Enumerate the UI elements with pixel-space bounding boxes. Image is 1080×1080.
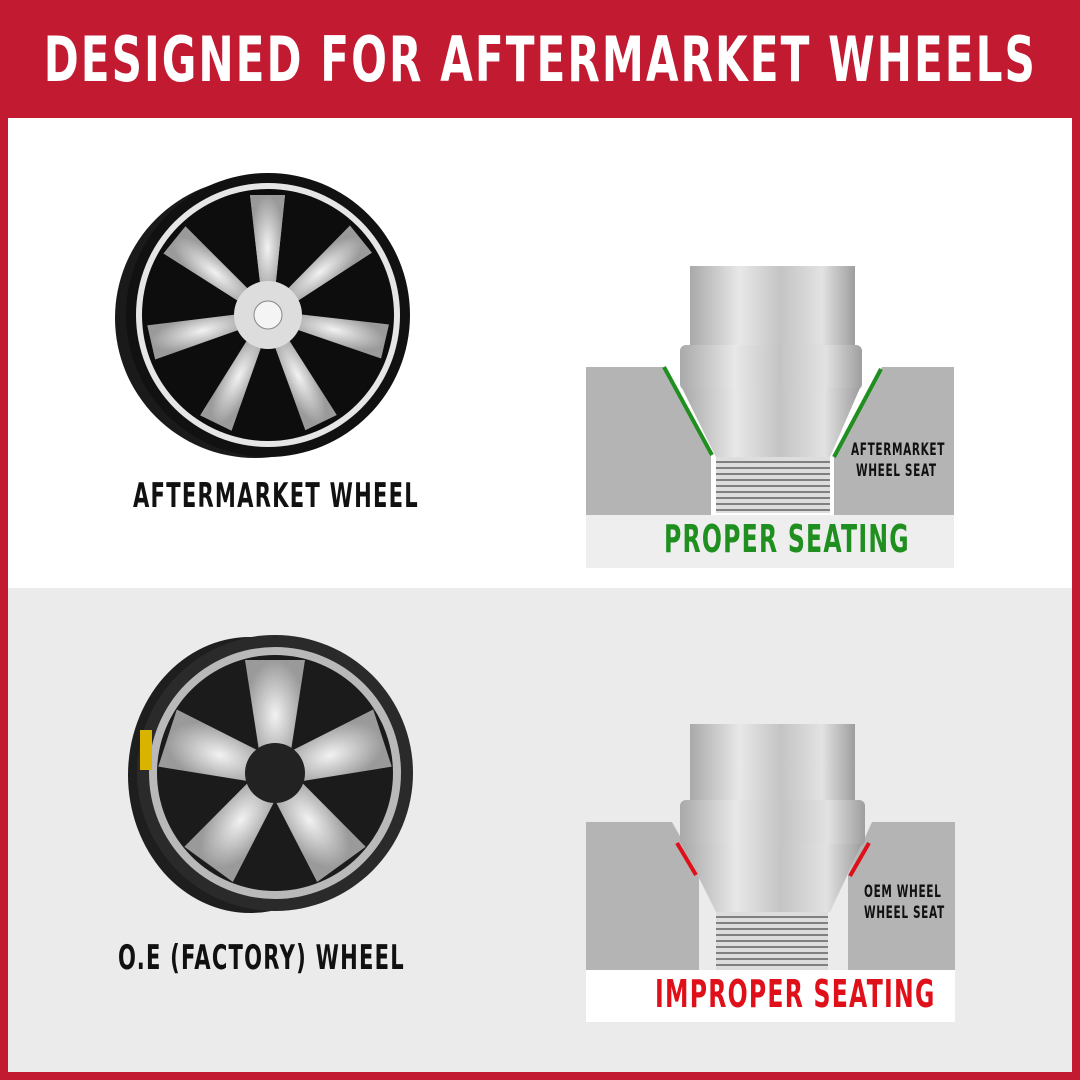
seat-label-line2: WHEEL SEAT <box>864 903 945 923</box>
page-title: DESIGNED FOR AFTERMARKET WHEELS <box>43 22 1037 96</box>
seat-contact-left <box>675 841 698 877</box>
aftermarket-wheel-label: AFTERMARKET WHEEL <box>133 476 419 516</box>
aftermarket-seat-label: AFTERMARKET WHEEL SEAT <box>851 440 945 482</box>
proper-seating-diagram <box>586 266 954 568</box>
proper-seating-label: PROPER SEATING <box>664 517 910 561</box>
improper-seating-label: IMPROPER SEATING <box>655 972 936 1016</box>
improper-seating-diagram <box>586 724 955 1022</box>
seat-contact-right <box>832 368 883 458</box>
seat-contact-right <box>848 842 871 877</box>
seat-label-line2: WHEEL SEAT <box>855 461 937 481</box>
seat-label-line1: OEM WHEEL <box>864 882 942 902</box>
seat-label-line1: AFTERMARKET <box>851 440 946 460</box>
oem-seat-label: OEM WHEEL WHEEL SEAT <box>864 882 945 924</box>
seat-contact-left <box>662 366 714 456</box>
header-banner: DESIGNED FOR AFTERMARKET WHEELS <box>0 0 1080 118</box>
oem-wheel-label: O.E (FACTORY) WHEEL <box>118 938 405 978</box>
oem-wheel-image <box>128 635 413 913</box>
aftermarket-wheel-image <box>115 173 410 458</box>
